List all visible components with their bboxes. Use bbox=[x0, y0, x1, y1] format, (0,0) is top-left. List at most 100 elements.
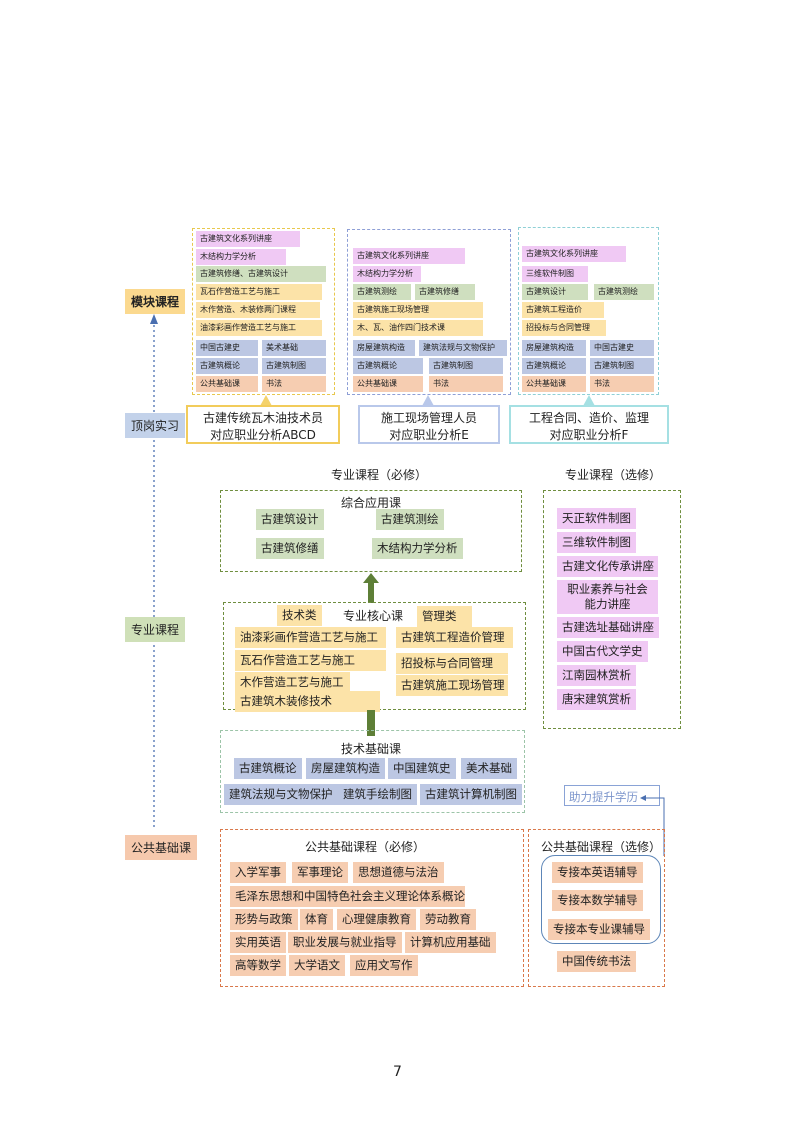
module-e-item: 书法 bbox=[429, 376, 503, 392]
job-box-e: 施工现场管理人员 对应职业分析E bbox=[358, 405, 500, 444]
elective-item: 三维软件制图 bbox=[557, 532, 636, 553]
job-e-line1: 施工现场管理人员 bbox=[380, 411, 477, 425]
boost-box: 助力提升学历 bbox=[564, 785, 660, 806]
module-e-item: 古建筑施工现场管理 bbox=[353, 302, 483, 318]
module-e-item: 公共基础课 bbox=[353, 376, 423, 392]
public-elective-item: 专接本英语辅导 bbox=[552, 862, 643, 883]
job-f-line2: 对应职业分析F bbox=[549, 428, 629, 442]
public-item: 劳动教育 bbox=[420, 909, 476, 930]
elective-item: 古建选址基础讲座 bbox=[557, 617, 659, 638]
public-item: 体育 bbox=[300, 909, 333, 930]
module-f-item: 招投标与合同管理 bbox=[522, 320, 606, 336]
core-tech-item: 木作营造工艺与施工 bbox=[235, 672, 350, 693]
module-a-item: 木作营造、木装修两门课程 bbox=[196, 302, 320, 318]
module-e-item: 木结构力学分析 bbox=[353, 266, 421, 282]
module-a-item: 古建筑修缮、古建筑设计 bbox=[196, 266, 326, 282]
basic-item: 房屋建筑构造 bbox=[306, 758, 385, 779]
core-tech-label: 技术类 bbox=[277, 605, 322, 626]
module-e-item: 古建筑制图 bbox=[429, 358, 503, 374]
integrated-title: 综合应用课 bbox=[341, 496, 402, 510]
module-e-item: 古建筑概论 bbox=[353, 358, 423, 374]
module-f-item: 三维软件制图 bbox=[522, 266, 588, 282]
module-e-item: 古建筑文化系列讲座 bbox=[353, 248, 465, 264]
module-a-arrow bbox=[260, 395, 272, 406]
module-f-item: 古建筑文化系列讲座 bbox=[522, 246, 626, 262]
job-a-line2: 对应职业分析ABCD bbox=[210, 428, 316, 442]
basic-item: 建筑手绘制图 bbox=[338, 784, 417, 805]
module-e-arrow bbox=[422, 395, 434, 406]
public-elective-title: 公共基础课程（选修） bbox=[541, 840, 662, 854]
module-e-item: 木、瓦、油作四门技术课 bbox=[353, 320, 483, 336]
core-mgmt-label: 管理类 bbox=[417, 606, 472, 627]
module-a-item: 古建筑概论 bbox=[196, 358, 258, 374]
up-arrow-core bbox=[363, 573, 379, 603]
public-item: 实用英语 bbox=[230, 932, 286, 953]
public-item: 毛泽东思想和中国特色社会主义理论体系概论 bbox=[230, 886, 465, 907]
side-label-public: 公共基础课 bbox=[125, 835, 198, 860]
public-elective-item: 专接本专业课辅导 bbox=[548, 919, 650, 940]
module-a-item: 瓦石作营造工艺与施工 bbox=[196, 284, 322, 300]
module-f-item: 古建筑测绘 bbox=[594, 284, 654, 300]
public-item: 思想道德与法治 bbox=[353, 862, 444, 883]
module-f-arrow bbox=[583, 395, 595, 406]
public-item: 心理健康教育 bbox=[337, 909, 416, 930]
basic-item: 古建筑概论 bbox=[234, 758, 302, 779]
public-required-frame bbox=[220, 829, 524, 987]
elective-item: 江南园林赏析 bbox=[557, 665, 636, 686]
professional-required-title: 专业课程（必修） bbox=[331, 468, 428, 482]
module-f-item: 古建筑制图 bbox=[590, 358, 654, 374]
module-e-item: 古建筑修缮 bbox=[415, 284, 475, 300]
side-axis bbox=[150, 314, 158, 830]
elective-item-text: 职业素养与社会能力讲座 bbox=[567, 582, 648, 611]
integrated-item: 古建筑测绘 bbox=[376, 509, 444, 530]
integrated-item: 木结构力学分析 bbox=[372, 538, 463, 559]
public-item: 应用文写作 bbox=[350, 955, 418, 976]
public-elective-item: 专接本数学辅导 bbox=[552, 890, 643, 911]
integrated-item: 古建筑修缮 bbox=[256, 538, 324, 559]
basic-item: 古建筑计算机制图 bbox=[420, 784, 522, 805]
integrated-frame bbox=[220, 490, 522, 572]
public-required-title: 公共基础课程（必修） bbox=[305, 840, 426, 854]
module-f-frame bbox=[518, 227, 659, 395]
side-label-module: 模块课程 bbox=[125, 289, 186, 314]
elective-item: 古建文化传承讲座 bbox=[557, 556, 658, 577]
elective-item: 中国古代文学史 bbox=[557, 641, 648, 662]
module-a-item: 油漆彩画作营造工艺与施工 bbox=[196, 320, 322, 336]
basic-item: 美术基础 bbox=[461, 758, 517, 779]
module-f-item: 公共基础课 bbox=[522, 376, 586, 392]
module-f-item: 古建筑设计 bbox=[522, 284, 588, 300]
module-f-item: 中国古建史 bbox=[590, 340, 654, 356]
module-a-item: 古建筑制图 bbox=[262, 358, 326, 374]
module-f-item: 古建筑概论 bbox=[522, 358, 586, 374]
core-mgmt-item: 古建筑工程造价管理 bbox=[396, 627, 513, 648]
job-f-line1: 工程合同、造价、监理 bbox=[528, 411, 649, 425]
module-e-item: 古建筑测绘 bbox=[353, 284, 411, 300]
public-item: 军事理论 bbox=[292, 862, 348, 883]
basic-frame bbox=[220, 730, 525, 813]
up-arrow-basic bbox=[367, 710, 375, 736]
core-mgmt-item: 古建筑施工现场管理 bbox=[396, 675, 508, 696]
public-elective-item: 中国传统书法 bbox=[557, 951, 636, 972]
public-elective-rounded-frame bbox=[541, 855, 661, 944]
module-e-frame bbox=[347, 229, 511, 395]
elective-item: 职业素养与社会能力讲座 bbox=[557, 580, 658, 614]
module-a-item: 古建筑文化系列讲座 bbox=[196, 231, 300, 247]
elective-item: 天正软件制图 bbox=[557, 508, 636, 529]
job-e-line2: 对应职业分析E bbox=[389, 428, 469, 442]
core-title: 专业核心课 bbox=[343, 609, 404, 623]
side-label-professional: 专业课程 bbox=[125, 617, 186, 642]
module-a-item: 美术基础 bbox=[262, 340, 326, 356]
page-number: 7 bbox=[393, 1064, 402, 1080]
elective-frame bbox=[543, 490, 681, 729]
public-item: 计算机应用基础 bbox=[405, 932, 496, 953]
public-item: 职业发展与就业指导 bbox=[288, 932, 402, 953]
module-a-item: 木结构力学分析 bbox=[196, 249, 286, 265]
module-e-item: 房屋建筑构造 bbox=[353, 340, 415, 356]
job-a-line1: 古建传统瓦木油技术员 bbox=[202, 411, 323, 425]
module-f-item: 房屋建筑构造 bbox=[522, 340, 586, 356]
public-item: 大学语文 bbox=[289, 955, 345, 976]
core-tech-item: 油漆彩画作营造工艺与施工 bbox=[235, 627, 386, 648]
job-box-f: 工程合同、造价、监理 对应职业分析F bbox=[509, 405, 669, 444]
core-tech-item: 瓦石作营造工艺与施工 bbox=[235, 650, 386, 671]
module-f-item: 古建筑工程造价 bbox=[522, 302, 604, 318]
